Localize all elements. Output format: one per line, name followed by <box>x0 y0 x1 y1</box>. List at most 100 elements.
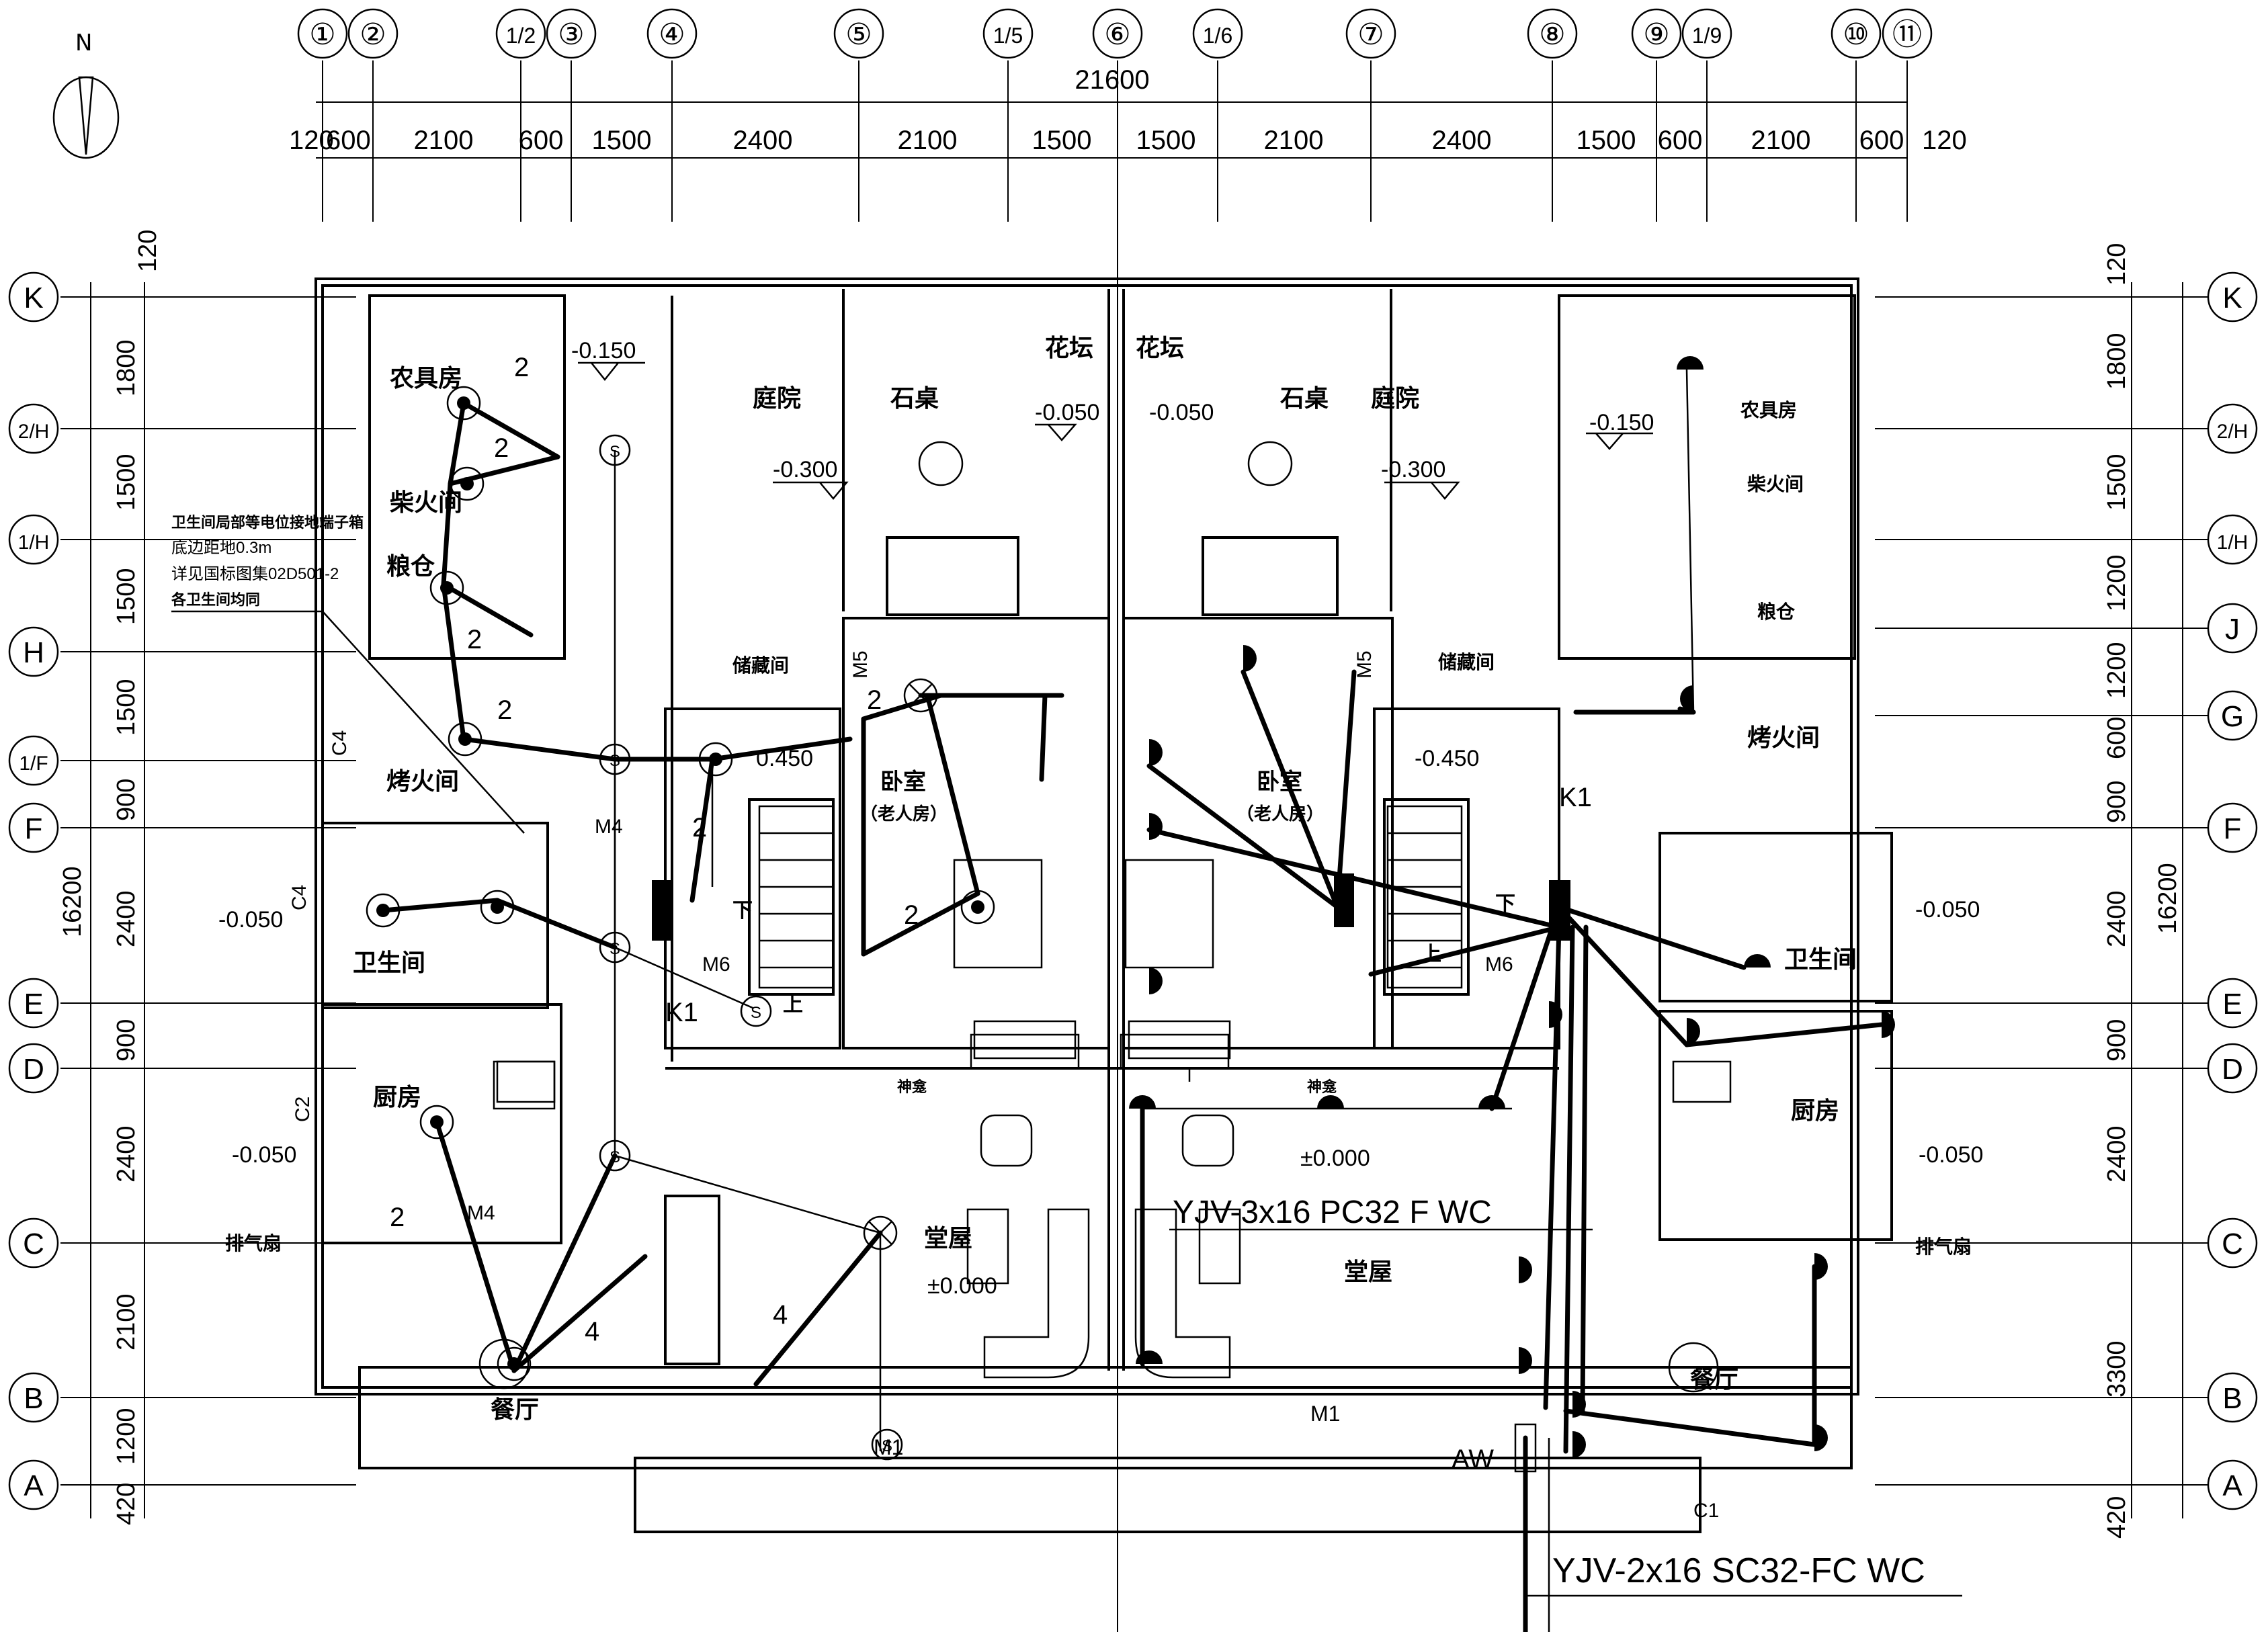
stone-table-left: 石桌 <box>890 385 939 413</box>
tag-c2-left: C2 <box>292 1097 314 1122</box>
dim-top-11: 1500 <box>1577 126 1636 155</box>
room-tool-room-right: 农具房 <box>1740 399 1797 421</box>
ceiling-lamp-icon <box>450 466 485 501</box>
wall-lamp-icon <box>1149 739 1163 766</box>
lamp-fixtures <box>366 386 995 1381</box>
axis-left-E: E <box>24 988 43 1021</box>
circuit-counts: 2 2 2 2 2 2 2 2 4 4 <box>390 353 919 1346</box>
wall-lamp-icon <box>1519 1347 1532 1374</box>
wall-lamp-icon <box>1149 813 1163 840</box>
axis-top-1-9: 1/9 <box>1692 24 1722 48</box>
wall-lamp-icon <box>1814 1253 1828 1280</box>
axis-right-D: D <box>2222 1053 2243 1086</box>
room-kitchen-left: 厨房 <box>373 1084 421 1111</box>
dim-left-3: 1500 <box>112 568 140 625</box>
horizontal-grid-lines <box>60 296 2208 1486</box>
room-tool-room-left: 农具房 <box>390 365 462 392</box>
switch-icon: S <box>599 931 631 963</box>
tag-m5-right: M5 <box>1353 650 1376 679</box>
level-stair-left: 0.450 <box>756 746 813 771</box>
dim-top-7: 1500 <box>1032 126 1092 155</box>
top-dimension-chain: 21600 120 600 2100 600 1500 2400 2100 15… <box>289 65 1967 159</box>
overall-depth-right: 16200 <box>2154 863 2182 934</box>
stair-up-left: 上 <box>783 993 803 1017</box>
overall-depth-left: 16200 <box>58 866 87 937</box>
dim-top-12: 600 <box>1658 126 1703 155</box>
room-roast-right: 烤火间 <box>1747 724 1820 752</box>
pendant-lamp-icon <box>863 1215 898 1250</box>
axis-top-1-5: 1/5 <box>993 24 1023 48</box>
level-court-left: -0.300 <box>773 457 837 482</box>
dim-left-7: 900 <box>112 1019 140 1062</box>
dim-right-6: 900 <box>2103 781 2131 823</box>
cable-yjv-3x16: YJV-3x16 PC32 F WC <box>1173 1195 1492 1230</box>
svg-text:S: S <box>882 1437 892 1455</box>
axis-left-1H: 1/H <box>18 531 50 554</box>
axis-right-G: G <box>2221 700 2244 733</box>
level-tool-left: -0.150 <box>571 338 636 363</box>
dim-top-2: 2100 <box>414 126 474 155</box>
dim-left-1: 1800 <box>112 339 140 396</box>
level-hall-left: ±0.000 <box>927 1273 997 1299</box>
axis-left-D: D <box>23 1053 44 1086</box>
dim-left-4: 1500 <box>112 679 140 736</box>
exhaust-fan-left: 排气扇 <box>225 1232 282 1254</box>
wall-lamp-icon <box>1136 1350 1163 1364</box>
room-labels: 农具房 农具房 柴火间 柴火间 粮仓 粮仓 烤火间 烤火间 卫生间 卫生间 厨房… <box>225 335 1972 1424</box>
ceiling-lamp-icon <box>446 386 481 421</box>
ceiling-lamp-icon <box>419 1105 454 1140</box>
dim-top-0: 120 <box>289 126 334 155</box>
ceiling-lamp-icon <box>698 742 733 777</box>
room-firewood-right: 柴火间 <box>1747 473 1804 495</box>
dim-top-15: 120 <box>1922 126 1967 155</box>
distribution-box-left <box>652 880 673 941</box>
dim-top-5: 2400 <box>733 126 793 155</box>
ceiling-lamp-icon <box>429 570 464 605</box>
axis-left-F: F <box>25 812 43 845</box>
dim-top-6: 2100 <box>898 126 958 155</box>
count-d: 2 <box>497 695 512 725</box>
svg-text:S: S <box>751 1004 761 1022</box>
dim-right-2: 1500 <box>2103 454 2131 511</box>
room-courtyard-right: 庭院 <box>1371 385 1419 413</box>
cable-annotations: YJV-3x16 PC32 F WC YJV-2x16 SC32-FC WC <box>1169 1195 1962 1597</box>
north-label: N <box>75 30 92 56</box>
tag-m4-left: M4 <box>595 816 623 838</box>
axis-top-10: ⑩ <box>1843 18 1869 51</box>
level-flower-left: -0.050 <box>1035 400 1099 425</box>
axis-top-3: ③ <box>558 18 584 51</box>
room-firewood-left: 柴火间 <box>390 489 462 517</box>
axis-top-2: ② <box>360 18 386 51</box>
level-hall-right: ±0.000 <box>1300 1146 1370 1171</box>
wiring <box>380 369 1884 1632</box>
wall-lamp-icon <box>1677 356 1704 370</box>
axis-top-11: ⑪ <box>1892 18 1922 51</box>
room-granary-right: 粮仓 <box>1757 601 1796 623</box>
tag-aw: AW <box>1452 1445 1494 1474</box>
dim-left-5: 900 <box>112 779 140 821</box>
count-i: 4 <box>585 1317 599 1346</box>
count-h: 2 <box>390 1203 405 1232</box>
axis-left-K: K <box>24 282 43 314</box>
count-g: 2 <box>904 900 919 930</box>
axis-top-7: ⑦ <box>1357 18 1384 51</box>
axis-left-B: B <box>24 1382 43 1415</box>
svg-text:S: S <box>610 443 620 461</box>
note-line-3: 详见国标图集02D501-2 <box>171 565 339 583</box>
axis-right-A: A <box>2222 1469 2242 1502</box>
dim-right-11: 420 <box>2103 1496 2131 1539</box>
count-b: 2 <box>494 433 509 463</box>
dim-left-11: 420 <box>112 1483 140 1525</box>
distribution-box-bedroom <box>1334 873 1354 927</box>
hall-right: 堂屋 <box>1344 1258 1392 1286</box>
axis-right-B: B <box>2222 1382 2242 1415</box>
dim-left-9: 2100 <box>112 1293 140 1350</box>
dim-right-10: 3300 <box>2103 1340 2131 1398</box>
room-granary-left: 粮仓 <box>386 553 435 581</box>
dim-right-5: 600 <box>2103 717 2131 759</box>
level-court-right: -0.300 <box>1381 457 1445 482</box>
dim-left-6: 2400 <box>112 890 140 947</box>
room-courtyard-left: 庭院 <box>753 385 801 413</box>
wall-lamp-icon <box>1549 1001 1562 1028</box>
dim-top-8: 1500 <box>1136 126 1196 155</box>
